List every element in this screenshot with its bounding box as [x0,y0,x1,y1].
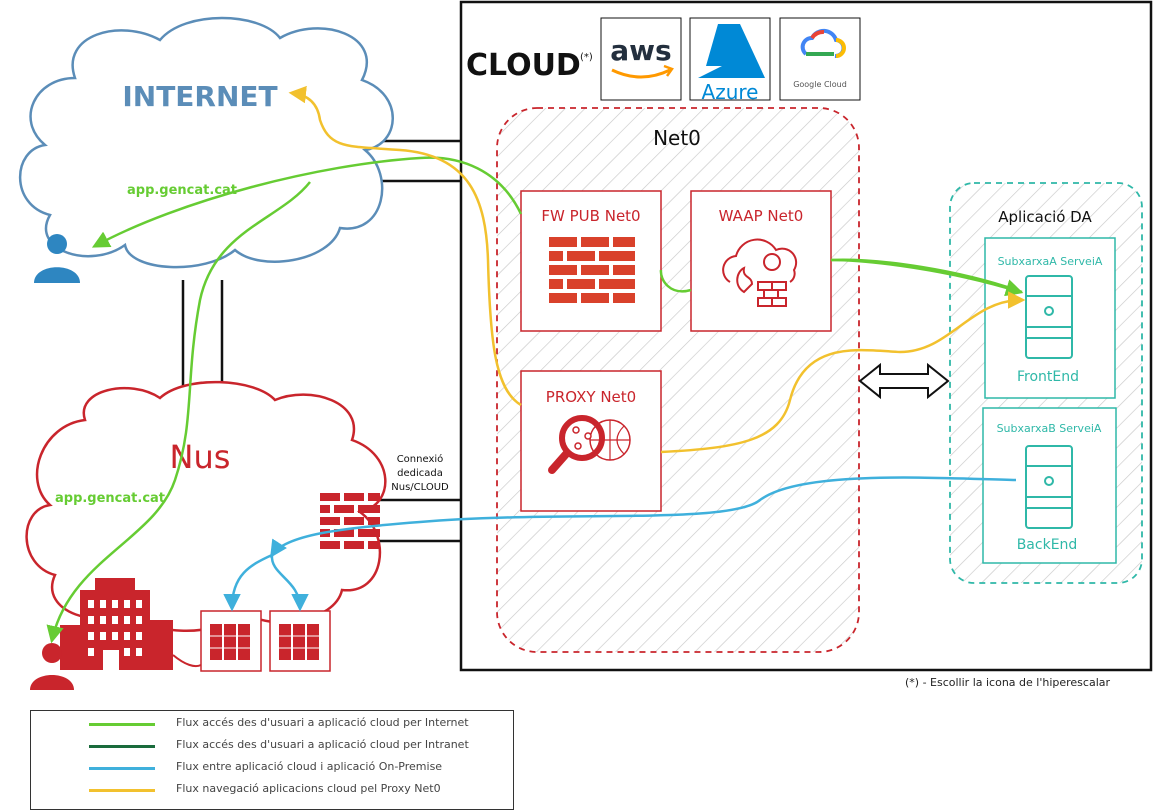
cloud-title-mark: (*) [580,52,593,63]
flow-proxy-yellow-internet [288,85,522,407]
waap-box: WAAP Net0 [690,190,832,332]
proxy-search-icon [548,415,631,474]
building-server-link [172,654,202,668]
frontend-server-icon [1025,275,1073,359]
subnet-b-label: SubxarxaB ServeiA [997,422,1102,435]
legend-item: Flux accés des d'usuari a aplicació clou… [31,715,513,733]
google-cloud-logo-text: Google Cloud [793,80,847,89]
flow-nus-green [46,181,311,644]
internet-app-label: app.gencat.cat [127,183,237,198]
legend-text: Flux accés des d'usuari a aplicació clou… [176,738,469,751]
aws-logo: aws [600,17,682,101]
waap-icon [722,238,798,307]
backend-server-icon [1025,445,1073,529]
aws-logo-text: aws [610,34,671,67]
legend-text: Flux entre aplicació cloud i aplicació O… [176,760,443,773]
legend-line-internet [89,723,155,726]
legend-text: Flux navegació aplicacions cloud pel Pro… [176,782,441,795]
net0-label: Net0 [653,126,701,150]
nus-firewall-icon [320,493,380,549]
legend-text: Flux accés des d'usuari a aplicació clou… [176,716,469,729]
flow-onprem-blue-branch2 [270,554,309,612]
legend-line-intranet [89,745,155,748]
legend-item: Flux entre aplicació cloud i aplicació O… [31,759,513,777]
frontend-label: FrontEnd [1017,369,1079,385]
connection-label-3: Nus/CLOUD [391,482,449,493]
subnet-a-box: SubxarxaA ServeiA FrontEnd [984,237,1116,399]
flow-proxy-yellow [660,291,1026,454]
azure-logo: Azure [689,17,771,104]
firewall-bricks-icon [549,237,635,303]
google-cloud-logo: Google Cloud [779,17,861,101]
legend-line-onprem [89,767,155,770]
fw-pub-label: FW PUB Net0 [541,207,640,225]
connection-label-2: dedicada [397,468,443,479]
subnet-b-box: SubxarxaB ServeiA BackEnd [982,407,1117,564]
azure-logo-text: Azure [702,80,759,104]
internet-label: INTERNET [122,80,277,113]
flow-internet-green-head [830,258,1024,297]
waap-label: WAAP Net0 [719,207,804,225]
nus-cloud [25,380,387,632]
flow-onprem-blue [270,476,1017,558]
onprem-server-1-icon [200,610,262,672]
nus-user-icon [30,643,74,690]
building-icon [60,578,173,670]
bidirectional-arrow-icon [858,362,950,400]
legend-item: Flux accés des d'usuari a aplicació clou… [31,737,513,755]
proxy-box: PROXY Net0 [520,370,662,512]
internet-cloud [18,16,394,269]
backend-label: BackEnd [1017,537,1078,553]
onprem-server-2-icon [269,610,331,672]
cloud-title: CLOUD [466,48,581,83]
fw-pub-box: FW PUB Net0 [520,190,662,332]
flow-onprem-blue-branch1 [223,553,273,612]
connection-label-1: Connexió [397,453,444,465]
legend-line-proxy [89,789,155,792]
footnote: (*) - Escollir la icona de l'hiperescala… [905,676,1111,689]
app-da-label: Aplicació DA [998,208,1092,226]
nus-label: Nus [170,438,231,476]
proxy-label: PROXY Net0 [546,388,636,406]
nus-app-label: app.gencat.cat [55,491,165,506]
subnet-a-label: SubxarxaA ServeiA [998,255,1103,268]
legend-item: Flux navegació aplicacions cloud pel Pro… [31,781,513,799]
legend: Flux accés des d'usuari a aplicació clou… [30,710,514,810]
internet-user-icon [34,234,80,283]
